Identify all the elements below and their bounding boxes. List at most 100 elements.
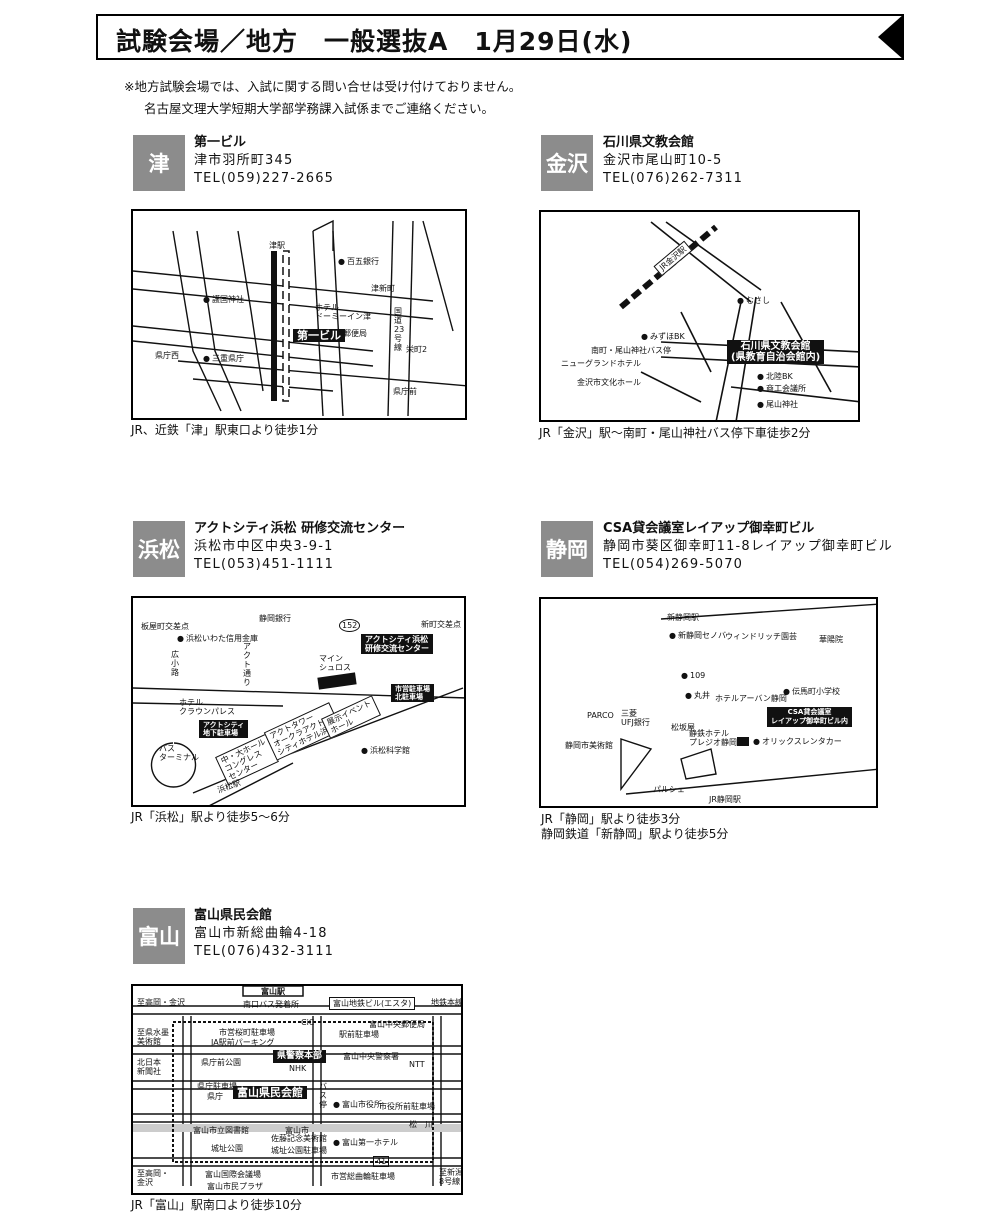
map-label-parking: 市営駐車場 北駐車場 (391, 684, 434, 702)
map-label-chuo: 富山中央郵便局 (369, 1020, 425, 1029)
map-label-station: JR静岡駅 (709, 795, 741, 804)
venue-name: 第一ビル (194, 135, 247, 150)
venue-name: アクトシティ浜松 研修交流センター (194, 521, 406, 536)
map-label-bank: 百五銀行 (338, 257, 379, 266)
map-label-pref: 県庁 (207, 1092, 223, 1101)
venue-info-kanazawa: 石川県文教会館 金沢市尾山町10-5 TEL(076)262-7311 (603, 134, 743, 188)
map-label-fudo: 華陽院 (819, 635, 843, 644)
map-label-museum: 静岡市美術館 (565, 741, 613, 750)
map-tsu: 津駅 百五銀行 津新町 護国神社 ホテル ドーミーイン津 郵便局 国道23号線 … (131, 209, 467, 420)
map-label-orix: オリックスレンタカー (753, 737, 842, 746)
map-label-river: 松 川 (409, 1120, 433, 1129)
map-label-pref-west: 県庁西 (155, 351, 179, 360)
header-arrow-icon (878, 14, 904, 60)
notice-line-1: ※地方試験会場では、入試に関する問い合せは受け付けておりません。 (124, 79, 522, 94)
city-badge-tsu: 津 (133, 135, 185, 191)
access-shizuoka-2: 静岡鉄道「新静岡」駅より徒歩5分 (541, 827, 729, 841)
map-label-jinsha: 県警察本部 (273, 1050, 327, 1063)
map-label-shinshizuoka: 新静岡駅 (667, 613, 699, 622)
map-target-hamamatsu: アクトシティ浜松 研修交流センター (361, 634, 433, 654)
venue-address: 静岡市葵区御幸町11-8レイアップ御幸町ビル (603, 539, 893, 554)
map-label-shin: 至新潟 8号線 (439, 1168, 463, 1186)
map-label-iwata: 浜松いわた信用金庫 (177, 634, 258, 643)
city-badge-shizuoka: 静岡 (541, 521, 593, 577)
map-label-itayamachi: 板屋町交差点 (141, 622, 189, 631)
map-kanazawa: JR金沢駅 むさし みずほBK 南町・尾山神社バス停 ニューグランドホテル 金沢… (539, 210, 860, 422)
venue-tel: TEL(059)227-2665 (194, 171, 335, 186)
map-label-prefparking: 県庁駐車場 (197, 1082, 237, 1091)
map-label-ekimae: 駅前駐車場 (339, 1030, 379, 1039)
map-label-minamiguchi: 南口バス発着所 (243, 1000, 299, 1009)
venue-info-hamamatsu: アクトシティ浜松 研修交流センター 浜松市中区中央3-9-1 TEL(053)4… (194, 520, 405, 574)
map-label-post: 郵便局 (343, 329, 367, 338)
venue-address: 浜松市中区中央3-9-1 (194, 539, 334, 554)
map-label-castleparking: 城址公園駐車場 (271, 1146, 327, 1155)
venue-name: 富山県民会館 (194, 908, 273, 923)
map-label-pref-front: 県庁前 (393, 387, 417, 396)
map-label-cic: CiC (301, 1018, 315, 1027)
map-label-shizuokahotel: 静鉄ホテル プレジオ静岡北 (689, 729, 745, 747)
map-label-prefpark: 県庁前公園 (201, 1058, 241, 1067)
access-tsu: JR、近鉄「津」駅東口より徒歩1分 (131, 423, 319, 437)
map-target-kanazawa: 石川県文教会館 (県教育自治会館内) (727, 340, 825, 364)
map-label-route152: 152 (339, 619, 361, 632)
map-label-cenova: 新静岡セノバ (669, 631, 726, 640)
map-label-sakaemachi: 栄町2 (406, 345, 428, 354)
access-shizuoka: JR「静岡」駅より徒歩3分 (541, 812, 681, 826)
map-label-shizuginbank: 静岡銀行 (259, 614, 291, 623)
map-label-route23: 国道23号線 (394, 307, 405, 352)
city-badge-toyama: 富山 (133, 908, 185, 964)
map-label-daiichi: 富山第一ホテル (333, 1138, 398, 1147)
notice-line-2: 名古屋文理大学短期大学部学務課入試係までご連絡ください。 (144, 101, 495, 116)
map-target-shizuoka: CSA貸会議室 レイアップ御幸町ビル内 (767, 707, 852, 727)
access-hamamatsu: JR「浜松」駅より徒歩5～6分 (131, 810, 290, 824)
map-label-castlepark: 城址公園 (211, 1144, 243, 1153)
venue-name: CSA貸会議室レイアップ御幸町ビル (603, 521, 815, 536)
venue-address: 金沢市尾山町10-5 (603, 153, 723, 168)
map-label-cityhall: 富山市役所 (333, 1100, 382, 1109)
map-label-kanazawa2: 市役所前駐車場 (379, 1102, 435, 1111)
map-label-busstop: 南町・尾山神社バス停 (591, 346, 671, 355)
map-label-shrine: 護国神社 (203, 295, 244, 304)
map-label-parking2: アクトシティ 地下駐車場 (199, 720, 249, 738)
map-label-denma: 伝馬町小学校 (783, 687, 840, 696)
map-toyama: 富山駅 至高岡・金沢 南口バス発着所 富山地鉄ビル(エスタ) 地鉄本線 CiC … (131, 984, 463, 1195)
map-label-science: 浜松科学館 (361, 746, 410, 755)
map-label-109: 109 (681, 671, 705, 680)
map-label-library: 富山市立図書館 (193, 1126, 249, 1135)
venue-info-shizuoka: CSA貸会議室レイアップ御幸町ビル 静岡市葵区御幸町11-8レイアップ御幸町ビル… (603, 520, 893, 574)
map-label-urban: ホテルアーバン静岡 (715, 694, 787, 703)
map-label-ja: JA駅前パーキング (211, 1038, 275, 1047)
map-label-hokuriku: 北陸BK (757, 372, 793, 381)
map-label-matsuzakaya: 松坂屋 (671, 723, 695, 732)
map-label-hall: 金沢市文化ホール (577, 378, 641, 387)
section-header: 試験会場／地方 一般選抜A 1月29日(水) (96, 14, 904, 60)
map-label-prefoffice: 三重県庁 (203, 354, 244, 363)
map-label-actdori: アクト通り (243, 642, 251, 687)
venue-tel: TEL(053)451-1111 (194, 557, 335, 572)
map-label-ntt: NTT (409, 1060, 425, 1069)
map-label-museum: 至県水墨 美術館 (137, 1028, 169, 1046)
map-label-mayzone: マイン シュロス (319, 654, 351, 672)
map-label-chuoshoubo: 富山中央警察署 (343, 1052, 399, 1061)
map-label-route41: 41 (373, 1156, 390, 1167)
venue-address: 富山市新総曲輪4-18 (194, 926, 328, 941)
map-label-kokusai: 富山国際会議場 (205, 1170, 261, 1179)
map-label-nihon: 北日本 新聞社 (137, 1058, 161, 1076)
venue-tel: TEL(076)262-7311 (603, 171, 744, 186)
map-label-station: 富山駅 (261, 987, 285, 996)
map-label-sato: 佐藤記念美術館 (271, 1134, 327, 1143)
map-label-pasche: パルシェ (653, 785, 685, 794)
map-label-marui: 丸井 (685, 691, 710, 700)
map-label-hotel: ホテル ドーミーイン津 (315, 303, 371, 321)
map-hamamatsu-roads (133, 672, 464, 805)
map-label-parking: 市営桜町駐車場 (219, 1028, 275, 1037)
venue-name: 石川県文教会館 (603, 135, 695, 150)
map-label-station: 津駅 (269, 241, 285, 250)
map-label-window: ウィンドリッチ園芸 (725, 632, 797, 641)
map-label-to-takaoka2: 至高岡・ 金沢 (137, 1169, 169, 1187)
map-label-civicplaza: 富山市民プラザ (207, 1182, 263, 1191)
map-target-tsu: 第一ビル (293, 329, 345, 342)
map-label-nhk: NHK (289, 1064, 307, 1073)
map-label-shinkawa: 新町交差点 (421, 620, 461, 629)
